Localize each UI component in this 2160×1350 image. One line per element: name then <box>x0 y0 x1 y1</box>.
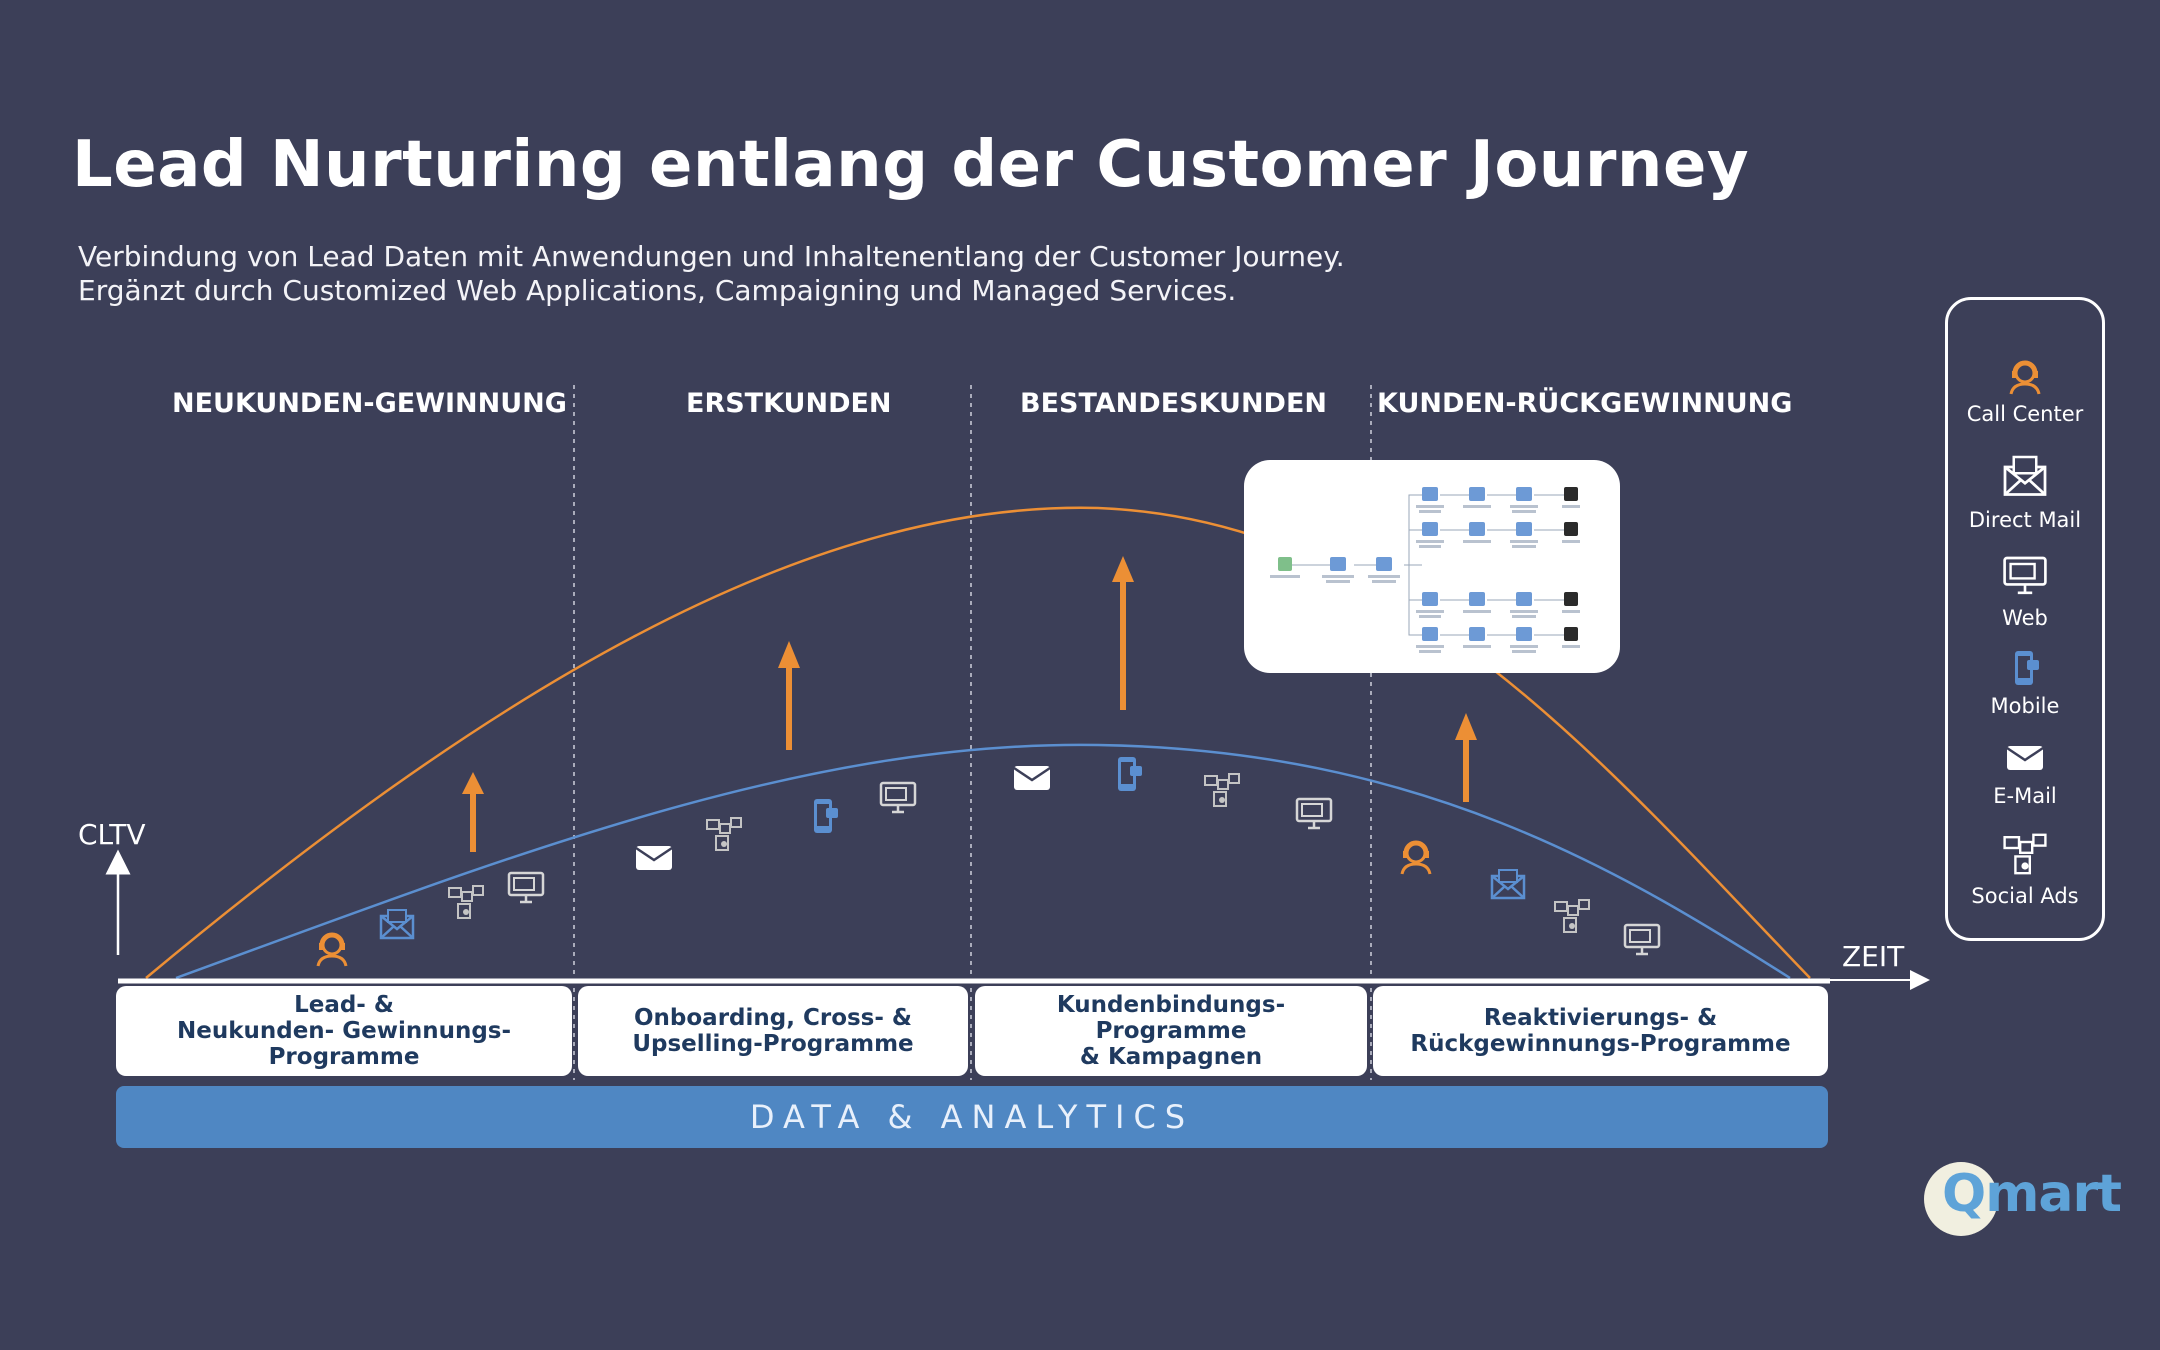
workflow-node <box>1330 557 1346 571</box>
growth-arrow-4 <box>1463 736 1469 802</box>
workflow-node <box>1469 487 1485 501</box>
workflow-node <box>1376 557 1392 571</box>
subtitle-line-2: Ergänzt durch Customized Web Application… <box>78 274 1237 307</box>
program-box-bestandeskunden: Kundenbindungs-Programme & Kampagnen <box>975 986 1367 1076</box>
email-icon <box>634 844 674 872</box>
monitor-icon <box>879 781 917 814</box>
workflow-end-node <box>1564 627 1578 641</box>
phase-heading-rueckgewinnung: KUNDEN-RÜCKGEWINNUNG <box>1377 388 1793 419</box>
social-ads-icon <box>1554 899 1590 933</box>
channel-label: E-Mail <box>1993 784 2057 808</box>
workflow-flowchart <box>1270 487 1580 653</box>
y-axis-label: CLTV <box>78 818 146 851</box>
logo-circle <box>1924 1162 1998 1236</box>
headset-agent-icon <box>1400 840 1432 876</box>
channel-label: Call Center <box>1966 402 2084 426</box>
qmart-logo: Qmart <box>1924 1160 2122 1240</box>
smartphone-icon <box>1118 757 1142 791</box>
program-box-erstkunden: Onboarding, Cross- & Upselling-Programme <box>578 986 968 1076</box>
workflow-end-node <box>1564 592 1578 606</box>
program-box-rueckgewinnung: Reaktivierungs- & Rückgewinnungs-Program… <box>1373 986 1828 1076</box>
channel-call-center: Call Center <box>1948 356 2102 426</box>
workflow-end-node <box>1564 522 1578 536</box>
channel-label: Web <box>2002 606 2048 630</box>
growth-arrow-1 <box>470 790 476 852</box>
workflow-node <box>1516 592 1532 606</box>
channel-social-ads: Social Ads <box>1948 830 2102 908</box>
page-subtitle: Verbindung von Lead Daten mit Anwendunge… <box>78 240 1345 308</box>
workflow-node <box>1422 592 1438 606</box>
envelope-letter-icon <box>1490 868 1526 900</box>
workflow-node <box>1469 522 1485 536</box>
data-analytics-bar: DATA & ANALYTICS <box>116 1086 1828 1148</box>
channel-direct-mail: Direct Mail <box>1948 452 2102 532</box>
social-ads-icon <box>448 885 484 919</box>
blue-cltv-curve <box>175 743 1791 980</box>
smartphone-icon <box>814 799 838 833</box>
monitor-icon <box>1295 797 1333 830</box>
channel-web: Web <box>1948 552 2102 630</box>
workflow-node <box>1469 627 1485 641</box>
orange-cltv-curve <box>145 506 1811 979</box>
workflow-node <box>1422 522 1438 536</box>
workflow-node <box>1516 627 1532 641</box>
growth-arrows <box>462 556 1477 852</box>
channel-label: Mobile <box>1990 694 2060 718</box>
channel-label: Social Ads <box>1971 884 2079 908</box>
monitor-icon <box>1623 923 1661 956</box>
channel-email: E-Mail <box>1948 738 2102 808</box>
phase-heading-erstkunden: ERSTKUNDEN <box>686 388 892 419</box>
workflow-preview-card <box>1244 460 1620 673</box>
monitor-icon <box>507 871 545 904</box>
growth-arrow-3 <box>1120 578 1126 710</box>
x-axis-label: ZEIT <box>1842 940 1905 973</box>
workflow-node <box>1516 522 1532 536</box>
workflow-node <box>1422 487 1438 501</box>
workflow-start-node <box>1278 557 1292 571</box>
headset-agent-icon <box>2009 360 2041 396</box>
social-ads-icon <box>2003 833 2047 875</box>
social-ads-icon <box>706 817 742 851</box>
logo-text: Qmart <box>1942 1164 2122 1224</box>
envelope-letter-icon <box>379 908 415 940</box>
workflow-node <box>1469 592 1485 606</box>
email-icon <box>1012 764 1052 792</box>
envelope-letter-icon <box>2003 455 2047 496</box>
subtitle-line-1: Verbindung von Lead Daten mit Anwendunge… <box>78 240 1345 273</box>
program-box-neukunden: Lead- & Neukunden- Gewinnungs- Programme <box>116 986 572 1076</box>
email-icon <box>2005 744 2045 772</box>
workflow-node <box>1422 627 1438 641</box>
page-title: Lead Nurturing entlang der Customer Jour… <box>72 128 1750 202</box>
workflow-end-node <box>1564 487 1578 501</box>
channel-mobile: Mobile <box>1948 648 2102 718</box>
channel-legend-panel: Call Center Direct Mail Web Mobile E-Mai… <box>1945 297 2105 941</box>
growth-arrow-2 <box>786 664 792 750</box>
workflow-node <box>1516 487 1532 501</box>
phase-heading-neukunden: NEUKUNDEN-GEWINNUNG <box>172 388 567 419</box>
smartphone-icon <box>2015 651 2039 685</box>
channel-label: Direct Mail <box>1968 508 2082 532</box>
headset-agent-icon <box>316 932 348 968</box>
monitor-icon <box>2003 556 2047 595</box>
social-ads-icon <box>1204 773 1240 807</box>
phase-heading-bestandeskunden: BESTANDESKUNDEN <box>1020 388 1328 419</box>
